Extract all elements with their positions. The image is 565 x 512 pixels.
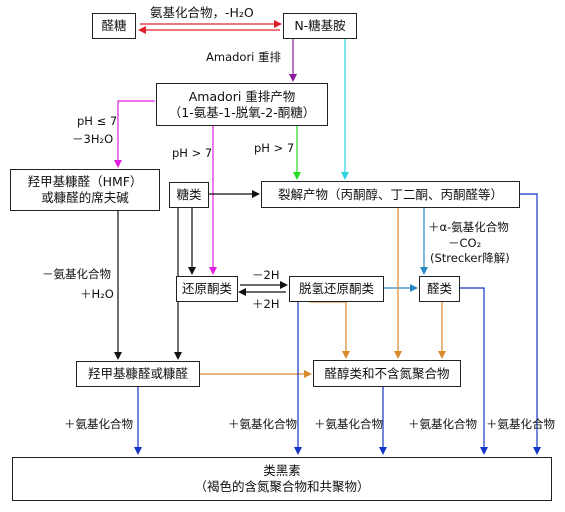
node-amadori-product: Amadori 重排产物 （1-氨基-1-脱氧-2-酮糖） bbox=[156, 83, 328, 126]
label-ph-le-7: pH ≤ 7 bbox=[77, 114, 118, 128]
label-plus-amino-1: ＋氨基化合物 bbox=[64, 417, 133, 431]
node-cleavage-text: 裂解产物（丙酮醇、丁二酮、丙酮醛等） bbox=[277, 186, 503, 202]
node-hmf-or-furfural-text: 羟甲基糠醛或糠醛 bbox=[87, 366, 188, 381]
label-plus-amino-2: ＋氨基化合物 bbox=[228, 417, 297, 431]
node-reductones: 还原酮类 bbox=[176, 276, 238, 302]
label-amadori-rearrangement: Amadori 重排 bbox=[206, 50, 282, 64]
node-n-glycosylamine: N-糖基胺 bbox=[283, 13, 357, 39]
node-n-glycosylamine-text: N-糖基胺 bbox=[294, 18, 346, 33]
arrow-dehydro-to-aldol bbox=[310, 301, 350, 359]
node-aldols-polymers: 醛醇类和不含氮聚合物 bbox=[313, 360, 461, 387]
node-aldehydes: 醛类 bbox=[419, 276, 460, 302]
label-ph-gt-7-left: pH > 7 bbox=[172, 146, 213, 160]
node-hmf-schiff-base: 羟甲基糠醛（HMF） 或糠醛的席夫碱 bbox=[10, 169, 160, 211]
node-aldehydes-text: 醛类 bbox=[426, 281, 452, 296]
label-amino-minus-water: 氨基化合物，-H₂O bbox=[150, 5, 254, 20]
label-minus-amino-compound: －氨基化合物 bbox=[42, 267, 111, 281]
node-hmf-line1: 羟甲基糠醛（HMF） bbox=[27, 174, 143, 189]
label-plus-h2o: ＋H₂O bbox=[80, 287, 114, 301]
node-aldols-text: 醛醇类和不含氮聚合物 bbox=[324, 365, 450, 381]
node-sugars-text: 糖类 bbox=[176, 187, 202, 202]
node-dehydroreductones: 脱氢还原酮类 bbox=[289, 276, 384, 302]
node-cleavage-products: 裂解产物（丙酮醇、丁二酮、丙酮醛等） bbox=[261, 181, 520, 208]
label-plus-amino-3: ＋氨基化合物 bbox=[314, 417, 383, 431]
node-melanoidins-line1: 类黑素 bbox=[263, 463, 301, 478]
label-alpha-amino: ＋α-氨基化合物 bbox=[428, 220, 509, 234]
node-aldose-text: 醛糖 bbox=[101, 18, 127, 33]
arrow-aldehydes-to-melanoidin bbox=[460, 287, 488, 455]
label-ph-gt-7-right: pH > 7 bbox=[254, 141, 295, 155]
node-reductones-text: 还原酮类 bbox=[181, 281, 232, 296]
node-amadori-line1: Amadori 重排产物 bbox=[188, 88, 296, 104]
label-minus-co2: －CO₂ bbox=[448, 236, 482, 250]
arrow-amadori-to-hmf bbox=[114, 100, 155, 168]
label-minus-3h2o: －3H₂O bbox=[72, 132, 114, 146]
node-amadori-line2: （1-氨基-1-脱氧-2-酮糖） bbox=[168, 104, 316, 120]
label-strecker: (Strecker降解) bbox=[430, 251, 510, 265]
label-plus-2h: ＋2H bbox=[252, 297, 280, 311]
node-melanoidins-line2: （褐色的含氮聚合物和共聚物） bbox=[194, 479, 370, 494]
arrow-cleavage-to-melanoidin bbox=[520, 193, 541, 455]
node-dehydroreductones-text: 脱氢还原酮类 bbox=[298, 281, 374, 296]
node-hmf-or-furfural: 羟甲基糠醛或糠醛 bbox=[76, 361, 200, 387]
node-sugars: 糖类 bbox=[169, 182, 209, 208]
label-minus-2h: －2H bbox=[252, 268, 280, 282]
node-melanoidins: 类黑素 （褐色的含氮聚合物和共聚物） bbox=[12, 457, 552, 501]
label-plus-amino-5: ＋氨基化合物 bbox=[486, 417, 555, 431]
label-plus-amino-4: ＋氨基化合物 bbox=[408, 417, 477, 431]
node-aldose: 醛糖 bbox=[92, 13, 136, 39]
node-hmf-line2: 或糠醛的席夫碱 bbox=[41, 190, 129, 205]
